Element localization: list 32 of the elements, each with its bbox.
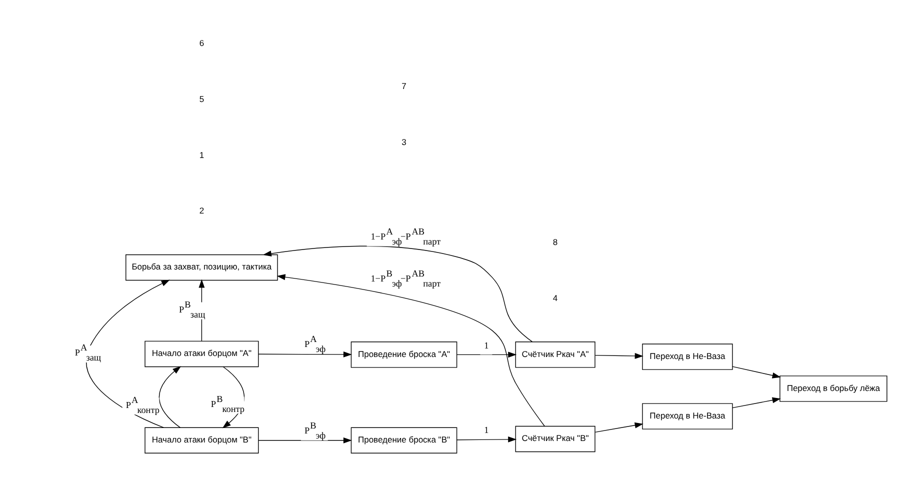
node-box: Проведение броска "В"	[350, 426, 458, 454]
node-box: Переход в Не-Ваза	[642, 343, 733, 370]
label: 3	[402, 136, 406, 146]
label: 4	[552, 292, 558, 302]
label: 8	[552, 236, 558, 246]
arrow	[456, 351, 517, 358]
label: 6	[199, 37, 204, 48]
node-box: Переход в борьбу лёжа	[780, 375, 888, 402]
arrow	[732, 366, 781, 378]
label: 5	[199, 93, 204, 104]
label: 2	[199, 205, 204, 216]
arrow	[158, 366, 182, 428]
node-box: Начало атаки борцом "А"	[144, 340, 259, 367]
node-box: Счётчик Ркач "А"	[515, 341, 596, 368]
arrow	[276, 274, 545, 426]
node-box: Борьба за захват, позицию, тактика	[126, 254, 278, 280]
node-box: Счётчик Ркач "В"	[515, 425, 596, 452]
label: 7	[402, 80, 406, 91]
arrow	[594, 352, 644, 358]
arrow	[86, 279, 170, 428]
label: 1	[199, 149, 204, 160]
node-box: Начало атаки борцом "В"	[144, 426, 259, 454]
node-box: Переход в Не-Ваза	[642, 402, 733, 429]
arrow	[258, 436, 352, 443]
arrow	[732, 396, 781, 408]
arrow	[456, 436, 517, 442]
edge-label: 1	[484, 424, 489, 434]
arrow	[262, 245, 533, 342]
edge-label: 1	[484, 340, 489, 350]
arrow	[258, 350, 352, 357]
arrow	[594, 422, 644, 432]
node-box: Проведение броска "А"	[350, 341, 458, 368]
